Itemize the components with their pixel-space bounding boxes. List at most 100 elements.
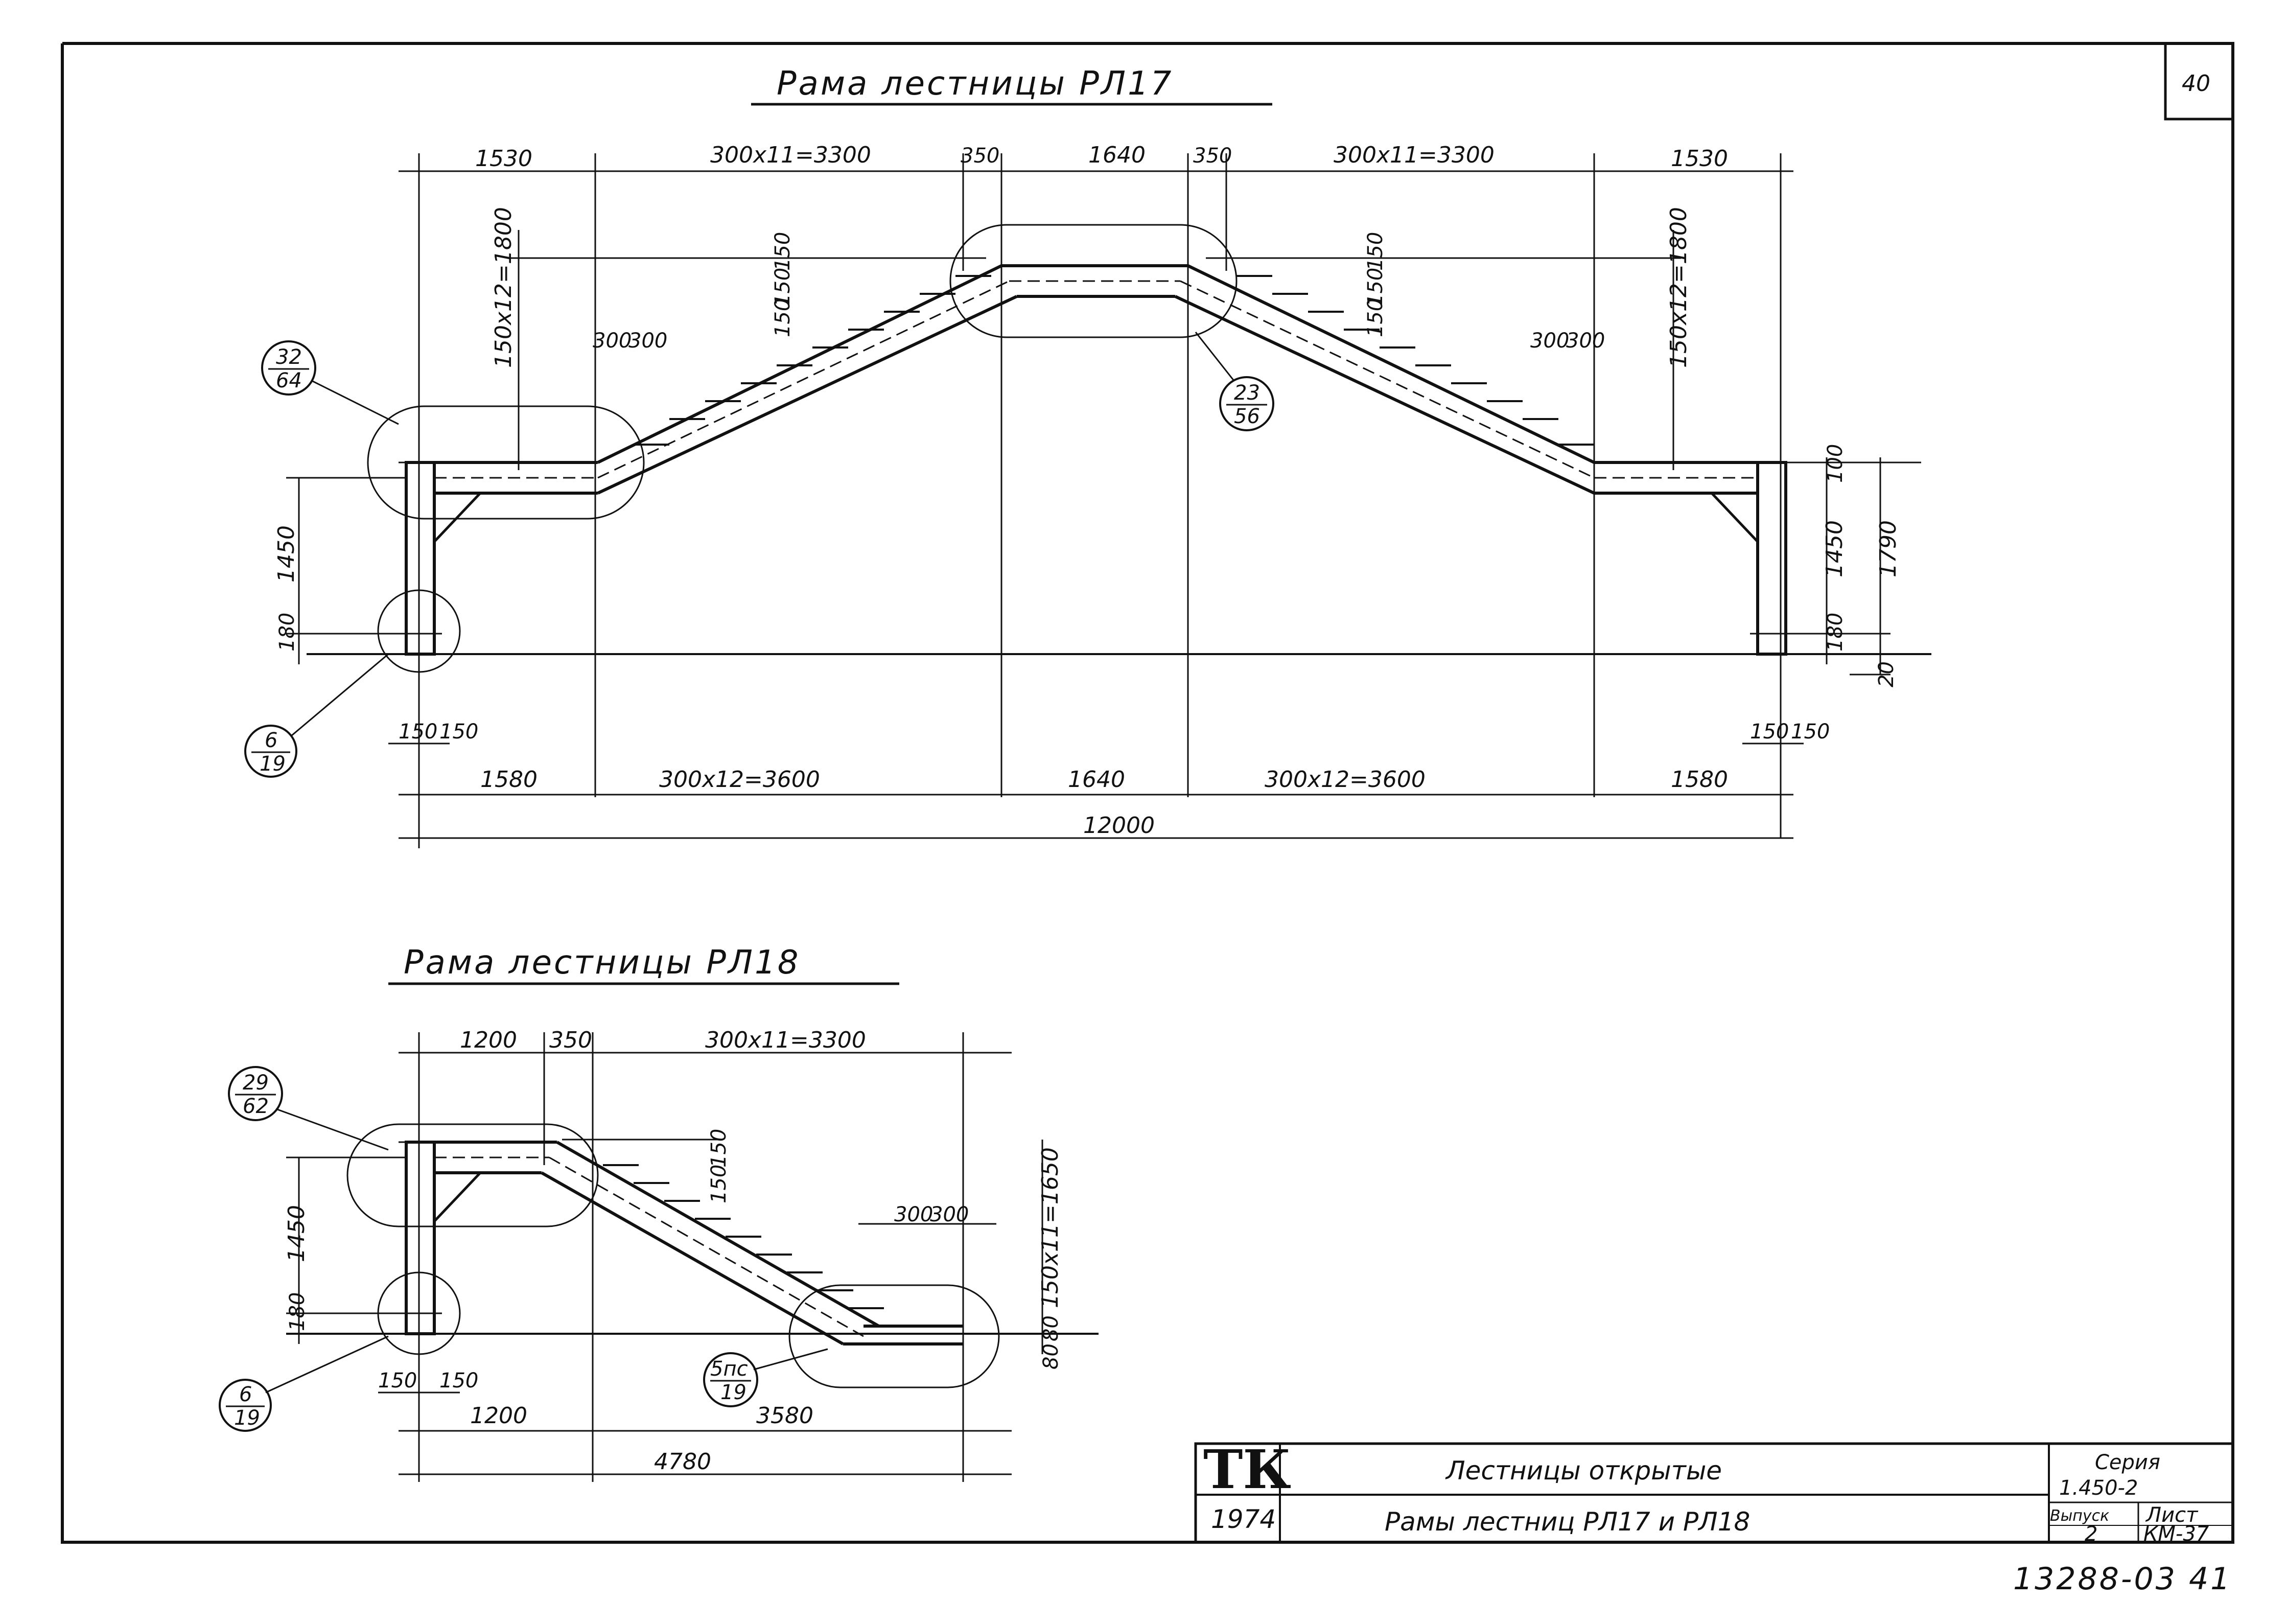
rl17-right-vertical-dims (1793, 457, 1921, 676)
rl17-dim-total: 12000 (1083, 813, 1155, 839)
rl18-dim-tread-1: 300 (894, 1203, 933, 1226)
rl17-dim-top-2: 300x11=3300 (710, 142, 871, 168)
rl18-callout-5pc-19-num: 5пс (710, 1357, 748, 1381)
rl17-dim-base-4: 150 (1791, 720, 1830, 744)
rl17-bottom-dimension-lines (399, 777, 1793, 848)
rl18-dim-tread-2: 300 (930, 1203, 969, 1226)
title-block-series-value: 1.450-2 (2059, 1476, 2138, 1500)
rl18-callout-29-62-num: 29 (243, 1071, 269, 1095)
rl18-callout-6-19-den: 19 (234, 1406, 260, 1430)
rl17-dim-bottom-1: 1580 (480, 767, 538, 793)
rl18-dim-base-2: 150 (439, 1369, 478, 1393)
title-block-series-label: Серия (2095, 1451, 2160, 1474)
drawing-rl17-title: Рама лестницы РЛ17 (777, 65, 1173, 103)
rl17-dim-bottom-5: 1580 (1671, 767, 1728, 793)
rl17-dim-top-1: 1530 (475, 146, 532, 172)
rl18-dim-top-2: 350 (549, 1027, 592, 1053)
rl17-dim-tread-4: 300 (1566, 329, 1605, 353)
rl17-dim-stair-right: 150x12=1800 (1666, 207, 1692, 368)
rl18-dim-stair-vertical: 150x11=1650 (1037, 1147, 1063, 1308)
title-block-sheet-label: Лист (2145, 1503, 2199, 1527)
title-block-logo: ТК (1203, 1438, 1291, 1501)
rl17-dim-top-4: 1640 (1088, 142, 1146, 168)
rl17-dim-riser-4: 150 (1364, 232, 1387, 271)
rl17-dim-stair-left: 150x12=1800 (491, 207, 517, 368)
title-block-name-line1: Лестницы открытые (1445, 1456, 1722, 1486)
rl17-top-dimension-line (399, 153, 1793, 838)
rl18-callout-5pc-19: 5пс 19 (703, 1348, 828, 1407)
title-block-issue-label: Выпуск (2050, 1507, 2109, 1525)
rl17-dim-right-2: 1450 (1822, 520, 1848, 577)
rl17-callout-23-56: 23 56 (1195, 332, 1274, 431)
rl17-dim-left-2: 180 (275, 613, 299, 652)
rl18-dim-riser-2: 150 (707, 1165, 731, 1203)
rl18-bottom-dimension-lines (399, 1430, 1012, 1475)
rl17-callout-23-56-num: 23 (1234, 381, 1260, 405)
rl18-dim-left-2: 180 (286, 1292, 309, 1331)
rl18-frame-structure (286, 1139, 1099, 1354)
drawing-rl18: Рама лестницы РЛ18 1200 350 300x11=3300 (219, 944, 1099, 1482)
rl17-dim-top-3: 350 (961, 144, 999, 168)
rl17-dim-right-4: 180 (1824, 613, 1847, 652)
rl17-callout-6-19-num: 6 (265, 729, 277, 752)
title-block: ТК 1974 Лестницы открытые Рамы лестниц Р… (1194, 1438, 2234, 1546)
drawing-rl18-title: Рама лестницы РЛ18 (404, 944, 800, 982)
rl17-callout-6-19: 6 19 (244, 653, 389, 778)
rl18-dim-riser-1: 150 (707, 1129, 731, 1168)
rl17-dim-riser-3: 150 (771, 298, 795, 337)
rl17-dim-base-1: 150 (399, 720, 437, 744)
title-block-sheet-value: КМ-37 (2143, 1522, 2209, 1546)
rl18-left-vertical-dims (286, 1156, 406, 1344)
rl17-dim-base-3: 150 (1750, 720, 1789, 744)
rl17-callout-23-56-den: 56 (1234, 405, 1260, 428)
rl17-left-vertical-dims (286, 477, 406, 664)
rl17-callout-32-64-num: 32 (276, 345, 302, 369)
rl18-dim-top-1: 1200 (460, 1027, 517, 1053)
rl17-dim-right-5: 20 (1875, 661, 1898, 687)
rl18-callout-6-19-num: 6 (239, 1383, 252, 1406)
rl18-callout-6-19: 6 19 (219, 1335, 389, 1432)
rl17-callout-32-64-den: 64 (276, 369, 302, 392)
rl18-dim-bottom-1: 1200 (470, 1403, 527, 1429)
rl18-dim-bottom-2: 3580 (756, 1403, 813, 1429)
rl17-dim-riser-2: 150 (771, 268, 795, 307)
rl17-dim-top-7: 1530 (1671, 146, 1728, 172)
rl17-dim-riser-5: 150 (1364, 268, 1387, 307)
title-block-year: 1974 (1211, 1504, 1276, 1534)
rl17-dim-bottom-2: 300x12=3600 (659, 767, 820, 793)
rl18-dim-right-3: 80 (1039, 1343, 1063, 1370)
rl17-dim-tread-1: 300 (593, 329, 632, 353)
rl17-dim-riser-6: 150 (1364, 298, 1387, 337)
rl18-dim-total: 4780 (654, 1449, 711, 1475)
rl18-dim-left-1: 1450 (284, 1205, 310, 1262)
rl17-dim-top-6: 300x11=3300 (1334, 142, 1495, 168)
rl17-frame-structure (307, 230, 1931, 656)
rl18-dim-top-3: 300x11=3300 (705, 1027, 866, 1053)
rl17-dim-tread-2: 300 (628, 329, 667, 353)
rl17-dim-top-5: 350 (1193, 144, 1232, 168)
rl17-dim-bottom-4: 300x12=3600 (1265, 767, 1426, 793)
rl17-dim-right-3: 1790 (1875, 520, 1901, 577)
rl18-detail-outlines (346, 1123, 1000, 1388)
sheet-frame: 40 (61, 42, 2234, 1544)
rl17-dim-left-1: 1450 (273, 525, 299, 583)
archive-number: 13288-03 41 (2013, 1561, 2232, 1597)
rl17-callout-6-19-den: 19 (260, 752, 286, 776)
rl17-dim-base-2: 150 (439, 720, 478, 744)
title-block-name-line2: Рамы лестниц РЛ17 и РЛ18 (1385, 1507, 1750, 1537)
drawing-rl17: Рама лестницы РЛ17 1530 300x11=3300 350 … (244, 65, 1931, 848)
rl17-dim-riser-1: 150 (771, 232, 795, 271)
rl17-detail-outlines (367, 224, 1238, 673)
rl18-callout-5pc-19-den: 19 (720, 1381, 746, 1404)
rl18-callout-29-62-den: 62 (243, 1095, 269, 1118)
rl18-dim-base-1: 150 (378, 1369, 417, 1393)
rl17-callout-32-64: 32 64 (261, 340, 399, 425)
rl17-dim-tread-3: 300 (1530, 329, 1569, 353)
rl18-callout-29-62: 29 62 (228, 1066, 389, 1151)
rl18-dim-right-2: 80 (1039, 1315, 1063, 1341)
rl17-dim-bottom-3: 1640 (1068, 767, 1125, 793)
title-block-issue-value: 2 (2085, 1522, 2097, 1546)
sheet-number: 40 (2182, 71, 2210, 97)
rl17-dim-right-1: 100 (1824, 444, 1847, 483)
